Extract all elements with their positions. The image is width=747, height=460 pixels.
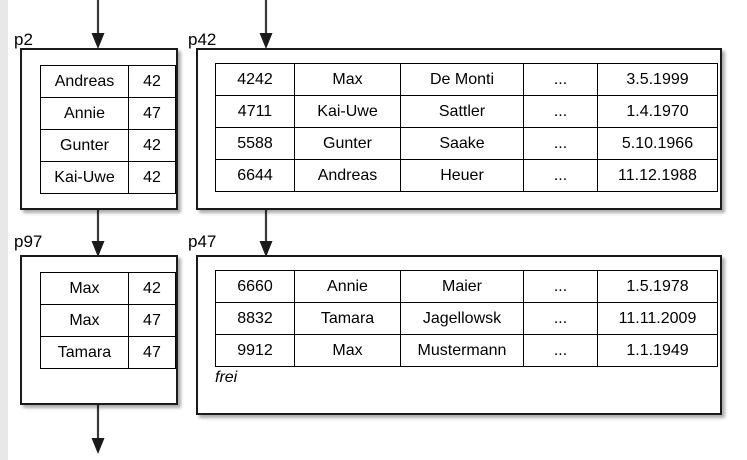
- table-row: 9912 Max Mustermann ... 1.1.1949: [215, 334, 718, 367]
- arrow-p2-to-p97: [90, 208, 106, 258]
- cell-ellipsis: ...: [523, 159, 598, 192]
- cell-ellipsis: ...: [523, 63, 598, 96]
- cell-id: 6660: [215, 270, 295, 303]
- cell-date: 1.4.1970: [597, 95, 718, 128]
- table-row: 6644 Andreas Heuer ... 11.12.1988: [215, 159, 718, 192]
- arrow-into-p2: [90, 0, 106, 50]
- cell-first-name: Kai-Uwe: [294, 95, 401, 128]
- left-edge-band: [0, 0, 8, 460]
- table-row: 8832 Tamara Jagellowsk ... 11.11.2009: [215, 302, 718, 335]
- page-box-p2: Andreas 42 Annie 47 Gunter 42 Kai-Uwe 42: [20, 48, 178, 210]
- cell-date: 11.12.1988: [597, 159, 718, 192]
- cell-value: 47: [127, 304, 177, 337]
- table-row: Gunter 42: [39, 129, 176, 162]
- cell-last-name: Jagellowsk: [400, 302, 524, 335]
- cell-value: 42: [128, 129, 176, 162]
- table-row: Max 47: [40, 304, 177, 337]
- cell-id: 8832: [215, 302, 295, 335]
- page-label-p2: p2: [14, 30, 33, 49]
- cell-value: 42: [128, 161, 176, 194]
- cell-first-name: Annie: [294, 270, 401, 303]
- cell-name: Gunter: [39, 129, 130, 162]
- cell-name: Andreas: [39, 65, 130, 98]
- index-table-p97: Max 42 Max 47 Tamara 47: [40, 272, 177, 369]
- cell-first-name: Max: [294, 334, 401, 367]
- page-box-p97: Max 42 Max 47 Tamara 47: [20, 255, 178, 405]
- cell-date: 5.10.1966: [597, 127, 718, 160]
- cell-name: Annie: [39, 97, 130, 130]
- cell-last-name: Mustermann: [400, 334, 524, 367]
- page-box-p42: 4242 Max De Monti ... 3.5.1999 4711 Kai-…: [196, 48, 722, 210]
- page-label-p97: p97: [14, 232, 43, 251]
- table-row: 6660 Annie Maier ... 1.5.1978: [215, 270, 718, 303]
- cell-name: Tamara: [40, 336, 129, 369]
- table-row: Max 42: [40, 272, 177, 305]
- cell-ellipsis: ...: [523, 127, 598, 160]
- cell-id: 5588: [215, 127, 295, 160]
- table-row: Tamara 47: [40, 336, 177, 369]
- page-label-p42: p42: [188, 30, 217, 49]
- table-row: 4711 Kai-Uwe Sattler ... 1.4.1970: [215, 95, 718, 128]
- cell-ellipsis: ...: [523, 302, 598, 335]
- table-row: Annie 47: [39, 97, 176, 130]
- cell-ellipsis: ...: [523, 95, 598, 128]
- cell-last-name: Sattler: [400, 95, 524, 128]
- page-box-p47: 6660 Annie Maier ... 1.5.1978 8832 Tamar…: [196, 255, 722, 415]
- cell-id: 4242: [215, 63, 295, 96]
- cell-id: 6644: [215, 159, 295, 192]
- table-row: 5588 Gunter Saake ... 5.10.1966: [215, 127, 718, 160]
- arrow-p97-outgoing: [90, 404, 106, 456]
- cell-date: 1.1.1949: [597, 334, 718, 367]
- cell-value: 42: [127, 272, 177, 305]
- cell-date: 11.11.2009: [597, 302, 718, 335]
- cell-last-name: Heuer: [400, 159, 524, 192]
- free-space-label: frei: [215, 369, 238, 386]
- data-table-p42: 4242 Max De Monti ... 3.5.1999 4711 Kai-…: [215, 63, 718, 192]
- cell-last-name: De Monti: [400, 63, 524, 96]
- cell-ellipsis: ...: [523, 270, 598, 303]
- arrow-into-p42: [258, 0, 274, 50]
- cell-name: Kai-Uwe: [39, 161, 130, 194]
- cell-first-name: Gunter: [294, 127, 401, 160]
- table-row: 4242 Max De Monti ... 3.5.1999: [215, 63, 718, 96]
- cell-first-name: Tamara: [294, 302, 401, 335]
- cell-date: 1.5.1978: [597, 270, 718, 303]
- cell-id: 9912: [215, 334, 295, 367]
- cell-value: 42: [128, 65, 176, 98]
- cell-value: 47: [127, 336, 177, 369]
- arrow-p42-to-p47: [258, 208, 274, 258]
- cell-value: 47: [128, 97, 176, 130]
- index-table-p2: Andreas 42 Annie 47 Gunter 42 Kai-Uwe 42: [39, 65, 176, 194]
- cell-first-name: Max: [294, 63, 401, 96]
- cell-date: 3.5.1999: [597, 63, 718, 96]
- data-table-p47: 6660 Annie Maier ... 1.5.1978 8832 Tamar…: [215, 270, 718, 367]
- cell-name: Max: [40, 272, 129, 305]
- cell-name: Max: [40, 304, 129, 337]
- cell-last-name: Maier: [400, 270, 524, 303]
- table-row: Andreas 42: [39, 65, 176, 98]
- cell-last-name: Saake: [400, 127, 524, 160]
- cell-first-name: Andreas: [294, 159, 401, 192]
- page-label-p47: p47: [188, 232, 217, 251]
- table-row: Kai-Uwe 42: [39, 161, 176, 194]
- cell-ellipsis: ...: [523, 334, 598, 367]
- cell-id: 4711: [215, 95, 295, 128]
